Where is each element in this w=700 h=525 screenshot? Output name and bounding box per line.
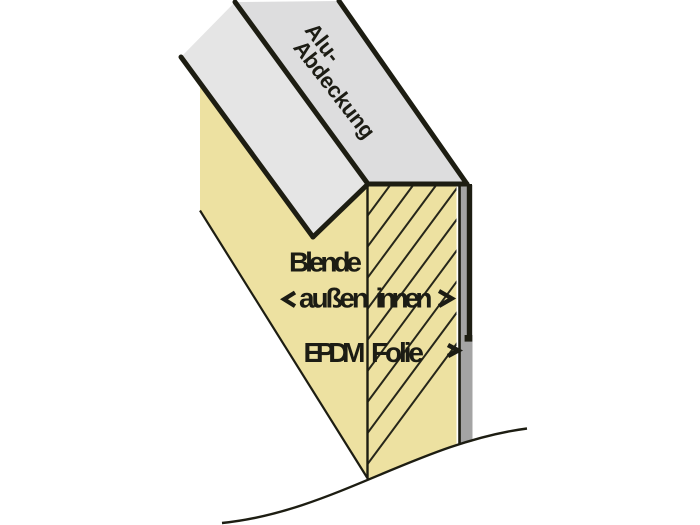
svg-text:außen: außen [299, 283, 369, 314]
svg-text:Blende: Blende [289, 247, 362, 278]
svg-text:EPDM: EPDM [304, 337, 366, 368]
svg-text:Folie: Folie [371, 337, 424, 368]
svg-text:innen: innen [376, 283, 433, 314]
